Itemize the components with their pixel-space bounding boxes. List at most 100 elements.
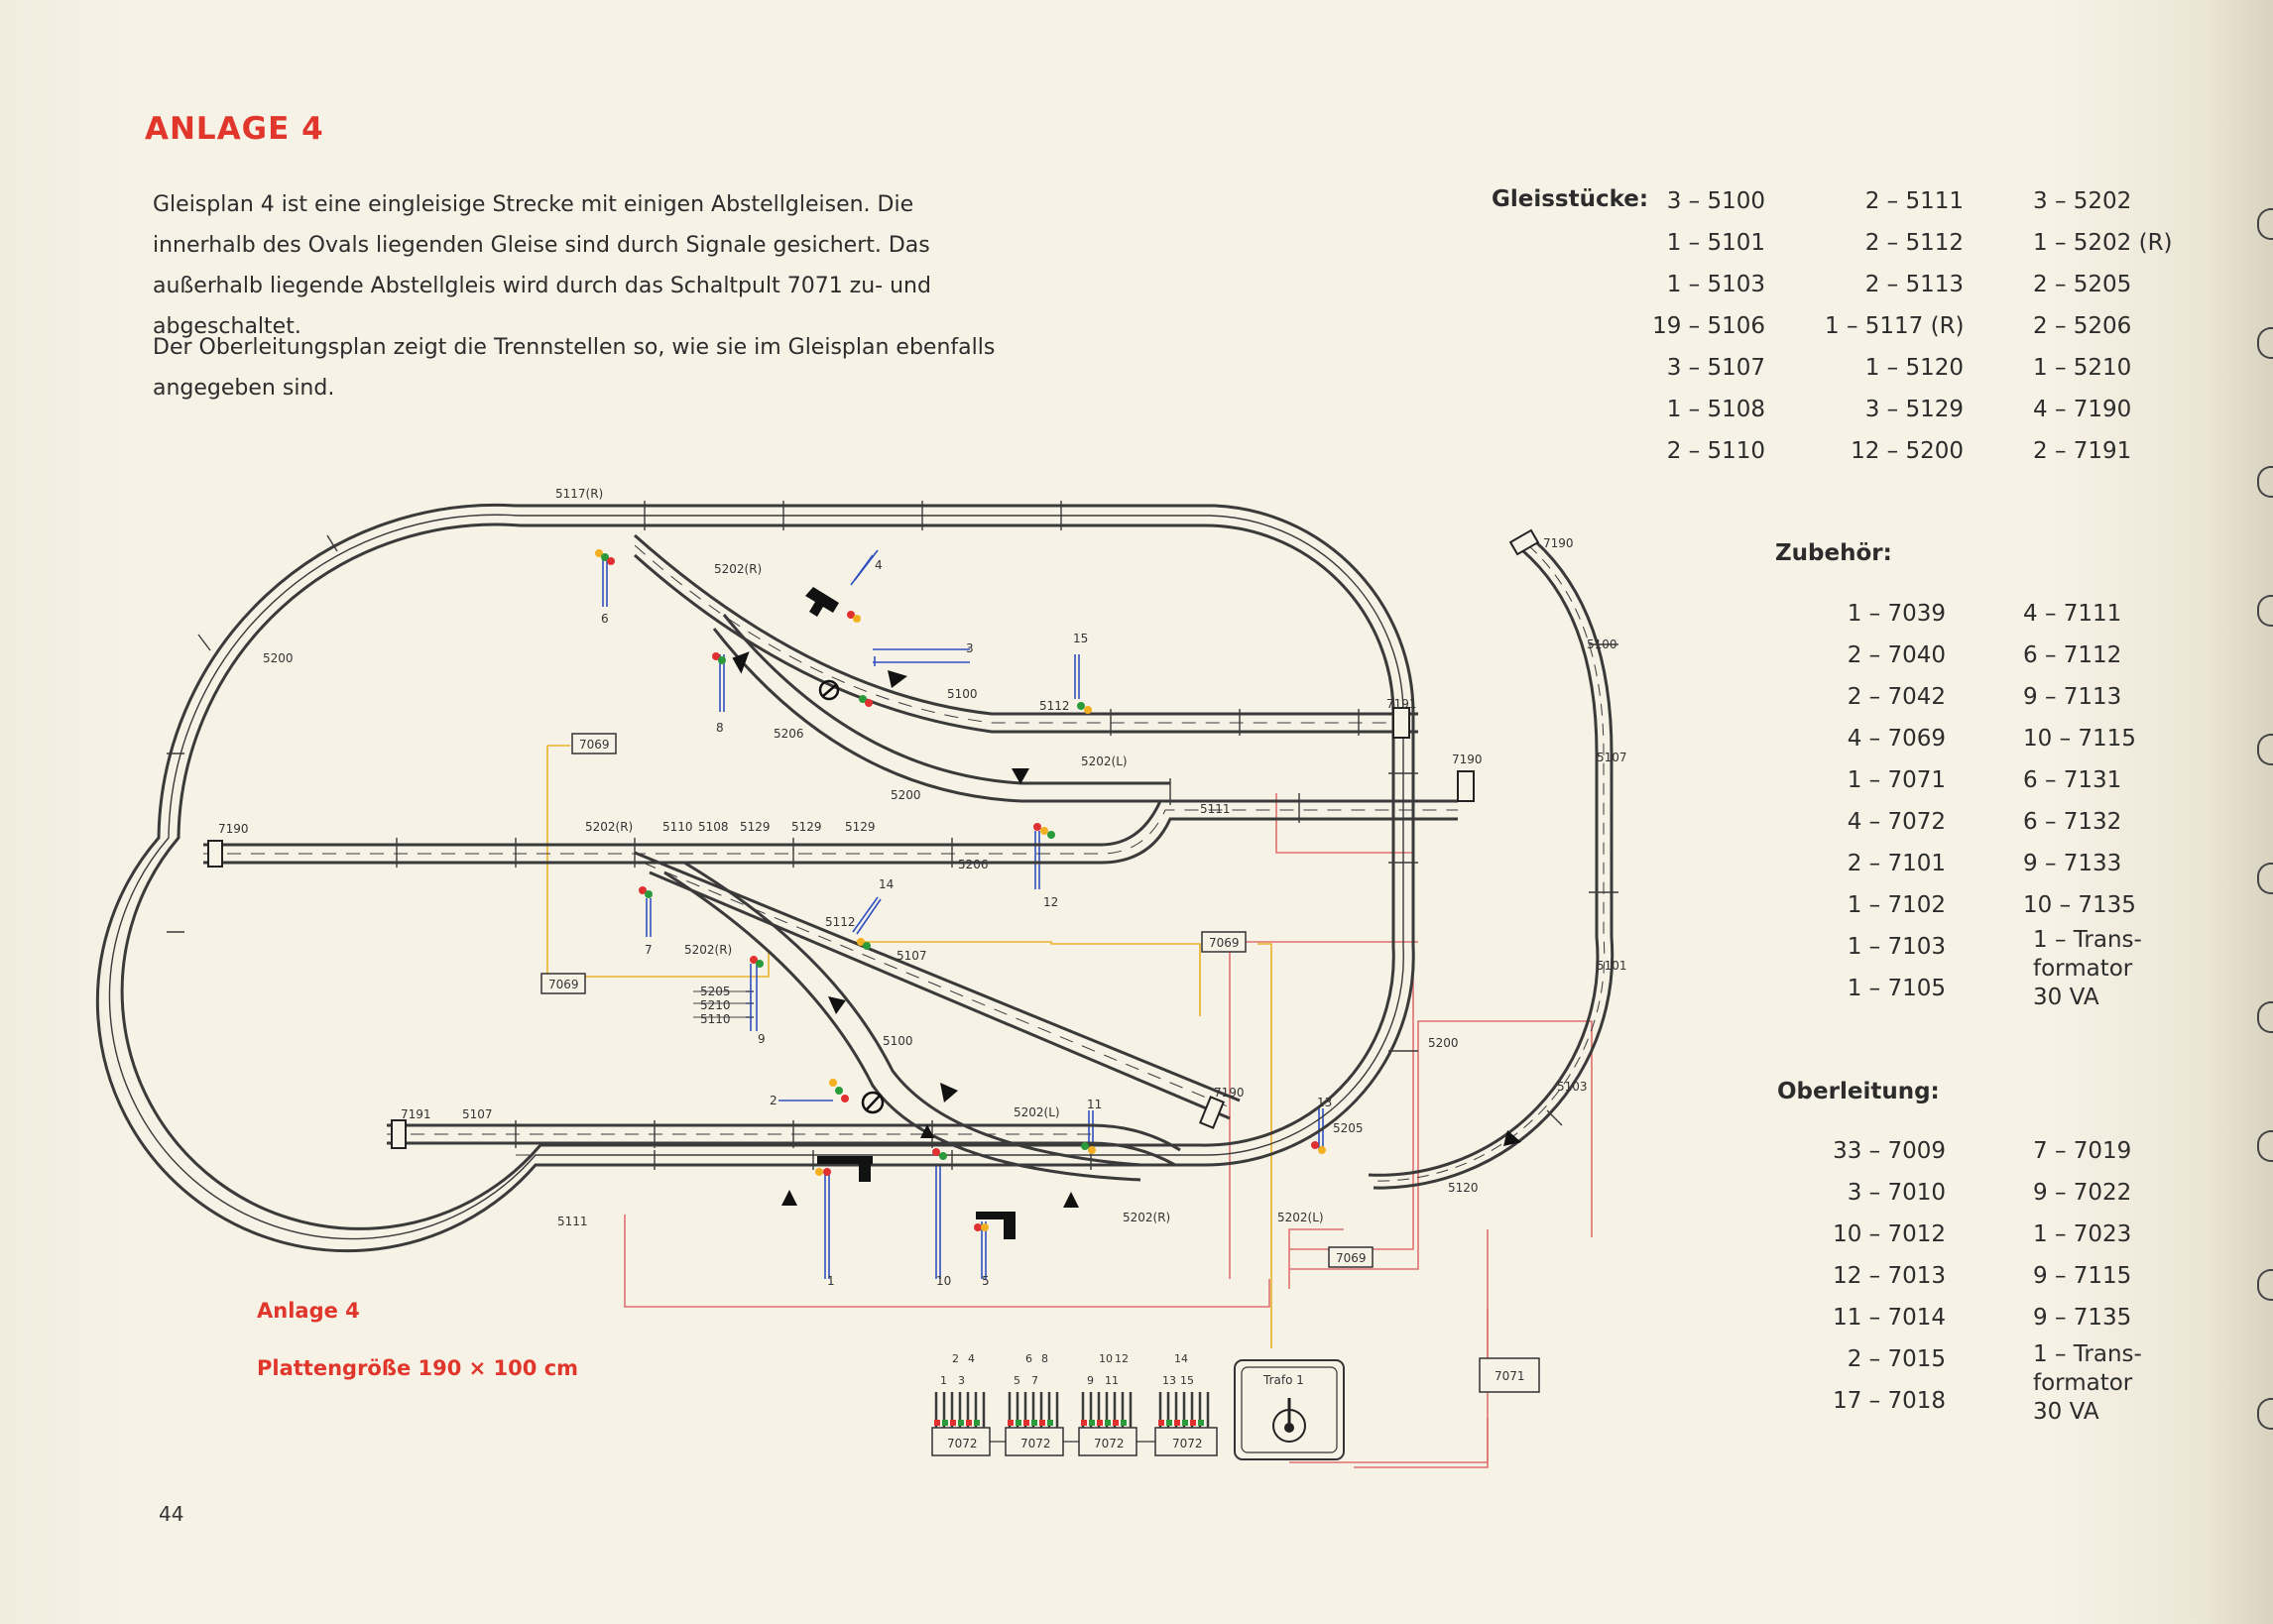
track-label: 5117(R) [555,487,603,501]
second-paragraph: Der Oberleitungsplan zeigt die Trennstel… [153,335,996,401]
track-label: 5108 [698,820,729,834]
signal-6 [595,549,615,565]
box-label-7072: 7072 [1020,1437,1051,1450]
signal-number: 1 [827,1274,835,1288]
track-label: 5107 [462,1107,493,1121]
track-label: 7190 [1543,536,1574,550]
parts-list-entry: 4 – 7072 [1847,809,1946,835]
parts-list-entry: 1 – 7102 [1847,892,1946,918]
diagram-labels: 5117(R) 5202(R) 5200 5100 5112 7191 5206 5202(L… [218,487,1627,1450]
box-label-7072: 7072 [1094,1437,1125,1450]
panel-number: 12 [1115,1352,1129,1365]
parts-list-entry: 1 – 5108 [1666,397,1765,422]
box-label-7071: 7071 [1495,1369,1525,1383]
parts-list-entry: 2 – 7015 [1847,1346,1946,1372]
panel-number: 8 [1041,1352,1048,1365]
box-label-7072: 7072 [947,1437,978,1450]
track-label: 5101 [1597,959,1627,973]
signal-15 [1077,702,1092,714]
track-label: 5210 [700,998,731,1012]
panel-number: 13 [1162,1374,1176,1387]
signal-number: 3 [966,641,974,655]
signal-3 [859,695,873,707]
binding-ring [2257,208,2273,240]
panel-number: 3 [958,1374,965,1387]
panel-number: 9 [1087,1374,1094,1387]
signal-1 [815,1168,831,1176]
track-label: 5111 [1200,802,1231,816]
parts-list-entry: 2 – 7101 [1847,851,1946,876]
parts-list-entry: 1 – 5117 (R) [1825,313,1965,339]
track-label: 5129 [740,820,771,834]
binding-ring [2257,1130,2273,1162]
track-label: 5112 [825,915,856,929]
parts-list-entry: 3 – 7010 [1847,1180,1946,1206]
buffer-stops [207,528,1540,1149]
page-title: ANLAGE 4 [145,111,324,147]
parts-list-entry: 11 – 7014 [1833,1305,1946,1331]
binding-ring [2257,1001,2273,1033]
signal-number: 8 [716,721,724,735]
parts-list-entry: 10 – 7012 [1833,1221,1946,1247]
parts-list-entry: 4 – 7190 [2033,397,2132,422]
signal-12 [1033,823,1055,839]
box-label-7069: 7069 [1336,1251,1367,1265]
parts-list-entry: 9 – 7115 [2033,1263,2132,1289]
parts-list-entry: 1 – 5101 [1666,230,1765,256]
parts-list-entry: 2 – 5113 [1864,272,1964,297]
track-label: 5100 [947,687,978,701]
track-label: 7191 [401,1107,431,1121]
parts-list-entry: 3 – 5100 [1666,188,1765,214]
panel-number: 11 [1105,1374,1119,1387]
parts-list-entry: 4 – 7111 [2023,601,2122,627]
signal-number: 14 [879,877,894,891]
parts-list-entry: 3 – 5202 [2033,188,2132,214]
caption-size: Plattengröße 190 × 100 cm [257,1356,579,1380]
parts-list-entry: 7 – 7019 [2033,1138,2132,1164]
parts-list-entry: 30 VA [2033,1399,2099,1425]
track-label: 5103 [1557,1080,1588,1094]
track-label: 5205 [1333,1121,1364,1135]
parts-list-entry: 10 – 7135 [2023,892,2136,918]
signal-number: 11 [1087,1098,1102,1111]
box-label-7069: 7069 [548,978,579,991]
tracks [95,503,1615,1253]
signal-11 [1081,1142,1096,1154]
signal-number: 2 [770,1094,778,1107]
parts-list-entry: 30 VA [2033,985,2099,1010]
parts-list-entry: 2 – 7042 [1847,684,1946,710]
signal-8 [712,652,726,664]
parts-list-entry: 12 – 5200 [1851,438,1964,464]
track-label: 5200 [1428,1036,1459,1050]
track-label: 5202(L) [1081,754,1128,768]
binding-ring [2257,466,2273,498]
parts-list-entry: 6 – 7131 [2023,767,2122,793]
track-label: 5200 [891,788,921,802]
track-label: 5111 [557,1215,588,1228]
track-label: 5206 [958,858,989,871]
intro-paragraph: Gleisplan 4 ist eine eingleisige Strecke… [153,192,931,339]
signal-number: 13 [1317,1096,1332,1109]
panel-number: 10 [1099,1352,1113,1365]
track-label: 5129 [791,820,822,834]
track-label: 5110 [662,820,693,834]
parts-list-entry: 9 – 7022 [2033,1180,2132,1206]
parts-list-entry: formator [2033,956,2133,982]
track-joints [167,501,1618,1170]
parts-list-entry: 2 – 7040 [1847,642,1946,668]
panel-levers [934,1392,1210,1443]
track-label: 5202(R) [684,943,732,957]
parts-list-entry: 3 – 5129 [1864,397,1964,422]
parts-list-entry: 1 – 7103 [1847,934,1946,960]
parts-list-entry: 9 – 7113 [2023,684,2122,710]
binding-ring [2257,1398,2273,1430]
parts-list-entry: 2 – 5110 [1666,438,1765,464]
signal-10 [932,1148,947,1160]
